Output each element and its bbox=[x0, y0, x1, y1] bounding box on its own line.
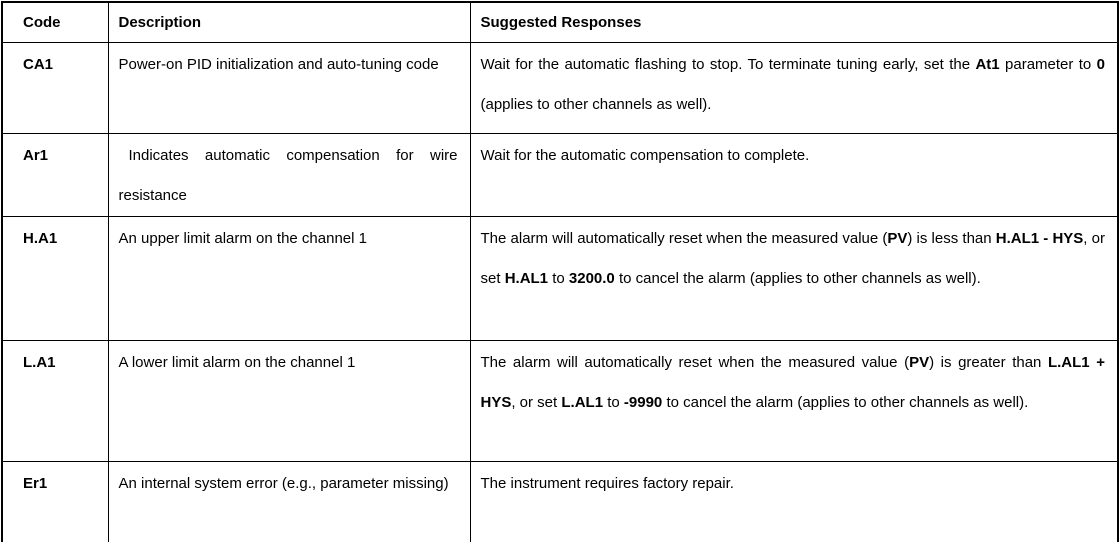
table-row-ha1: H.A1 An upper limit alarm on the channel… bbox=[1, 215, 1119, 341]
table-row-la1: L.A1 A lower limit alarm on the channel … bbox=[1, 339, 1119, 462]
code-cell: Er1 bbox=[1, 460, 109, 542]
code-cell: H.A1 bbox=[1, 215, 109, 341]
response-cell: Wait for the automatic compensation to c… bbox=[469, 132, 1119, 217]
code-cell: CA1 bbox=[1, 41, 109, 134]
code-cell: L.A1 bbox=[1, 339, 109, 462]
code-cell: Ar1 bbox=[1, 132, 109, 217]
table-row-er1: Er1 An internal system error (e.g., para… bbox=[1, 460, 1119, 542]
description-cell: A lower limit alarm on the channel 1 bbox=[107, 339, 471, 462]
table-row-ar1: Ar1 Indicates automatic compensation for… bbox=[1, 132, 1119, 217]
header-cell-suggested-responses: Suggested Responses bbox=[469, 1, 1119, 43]
description-cell: Indicates automatic compensation for wir… bbox=[107, 132, 471, 217]
response-cell: Wait for the automatic flashing to stop.… bbox=[469, 41, 1119, 134]
description-cell: Power-on PID initialization and auto-tun… bbox=[107, 41, 471, 134]
response-cell: The alarm will automatically reset when … bbox=[469, 339, 1119, 462]
header-row: Code Description Suggested Responses bbox=[1, 1, 1119, 43]
response-cell: The alarm will automatically reset when … bbox=[469, 215, 1119, 341]
header-cell-code: Code bbox=[1, 1, 109, 43]
response-cell: The instrument requires factory repair. bbox=[469, 460, 1119, 542]
description-cell: An internal system error (e.g., paramete… bbox=[107, 460, 471, 542]
description-cell: An upper limit alarm on the channel 1 bbox=[107, 215, 471, 341]
header-cell-description: Description bbox=[107, 1, 471, 43]
table-row-ca1: CA1 Power-on PID initialization and auto… bbox=[1, 41, 1119, 134]
